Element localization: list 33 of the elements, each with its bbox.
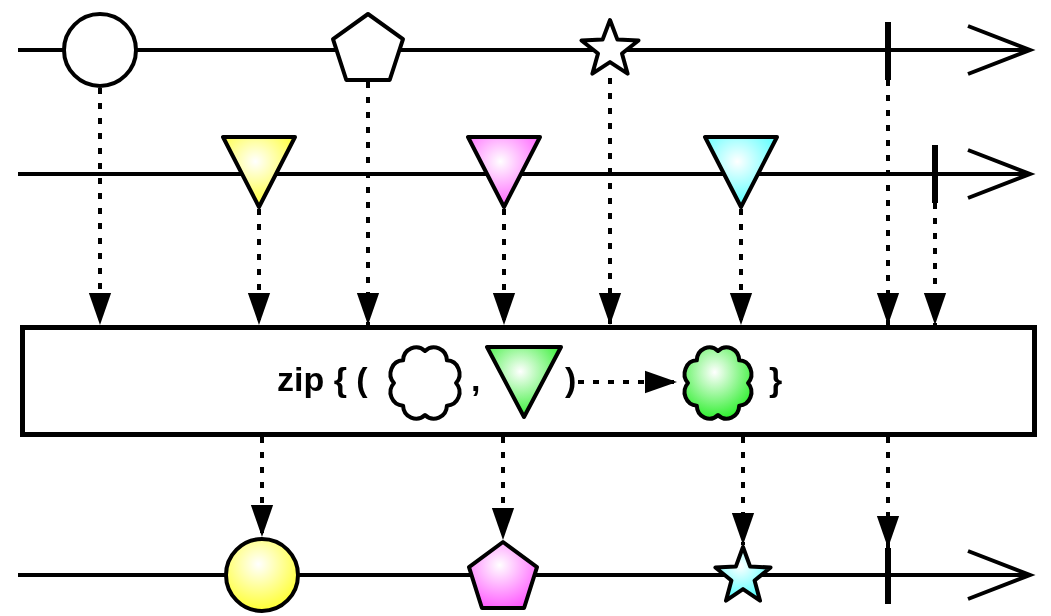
- triangle-marble: [466, 135, 542, 209]
- cloud-marble: [682, 345, 754, 421]
- dotted-arrow: [729, 209, 753, 325]
- completion-bar: [885, 548, 891, 604]
- dotted-arrow: [578, 370, 677, 394]
- star-marble: [712, 545, 774, 605]
- operator-text: }: [769, 361, 783, 397]
- circle-marble: [62, 12, 138, 88]
- star-marble: [578, 18, 642, 78]
- dotted-arrow: [88, 88, 112, 325]
- operator-box: [20, 325, 1037, 437]
- dotted-arrow: [598, 78, 622, 325]
- triangle-marble: [485, 345, 563, 419]
- completion-bar: [885, 22, 891, 80]
- dotted-arrow: [876, 80, 900, 325]
- cloud-marble: [388, 345, 462, 421]
- dotted-arrow: [491, 437, 515, 540]
- operator-text: zip { (: [277, 361, 368, 397]
- dotted-arrow: [250, 437, 274, 537]
- dotted-arrow: [731, 437, 755, 545]
- dotted-arrow: [247, 209, 271, 325]
- pentagon-marble: [331, 12, 405, 82]
- triangle-marble: [703, 135, 779, 209]
- operator-text: ): [565, 361, 577, 397]
- dotted-arrow: [876, 437, 900, 548]
- circle-marble: [224, 537, 300, 613]
- dotted-arrow: [492, 209, 516, 325]
- completion-bar: [932, 145, 938, 203]
- operator-text: ,: [471, 361, 481, 397]
- triangle-marble: [221, 135, 297, 209]
- dotted-arrow: [923, 203, 947, 325]
- pentagon-marble: [467, 540, 539, 610]
- dotted-arrow: [356, 82, 380, 325]
